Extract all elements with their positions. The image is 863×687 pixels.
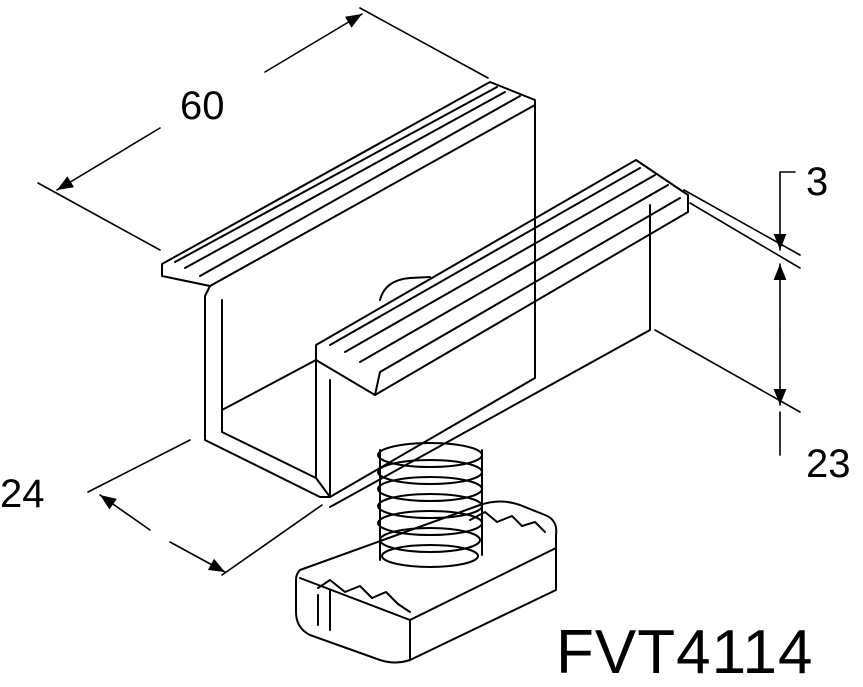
- dimension-label-thickness: 3: [806, 160, 829, 204]
- dimension-label-length: 60: [180, 84, 225, 128]
- dimension-60: [37, 7, 489, 251]
- end-clamp-body: [161, 81, 689, 508]
- dimension-24: [87, 439, 323, 576]
- dimension-3-23: [654, 171, 801, 456]
- product-code: FVT4114: [556, 618, 814, 687]
- dimension-label-height: 23: [806, 442, 851, 486]
- spring: [377, 442, 483, 568]
- channel-nut: [295, 500, 558, 664]
- dimension-label-width: 24: [0, 472, 45, 516]
